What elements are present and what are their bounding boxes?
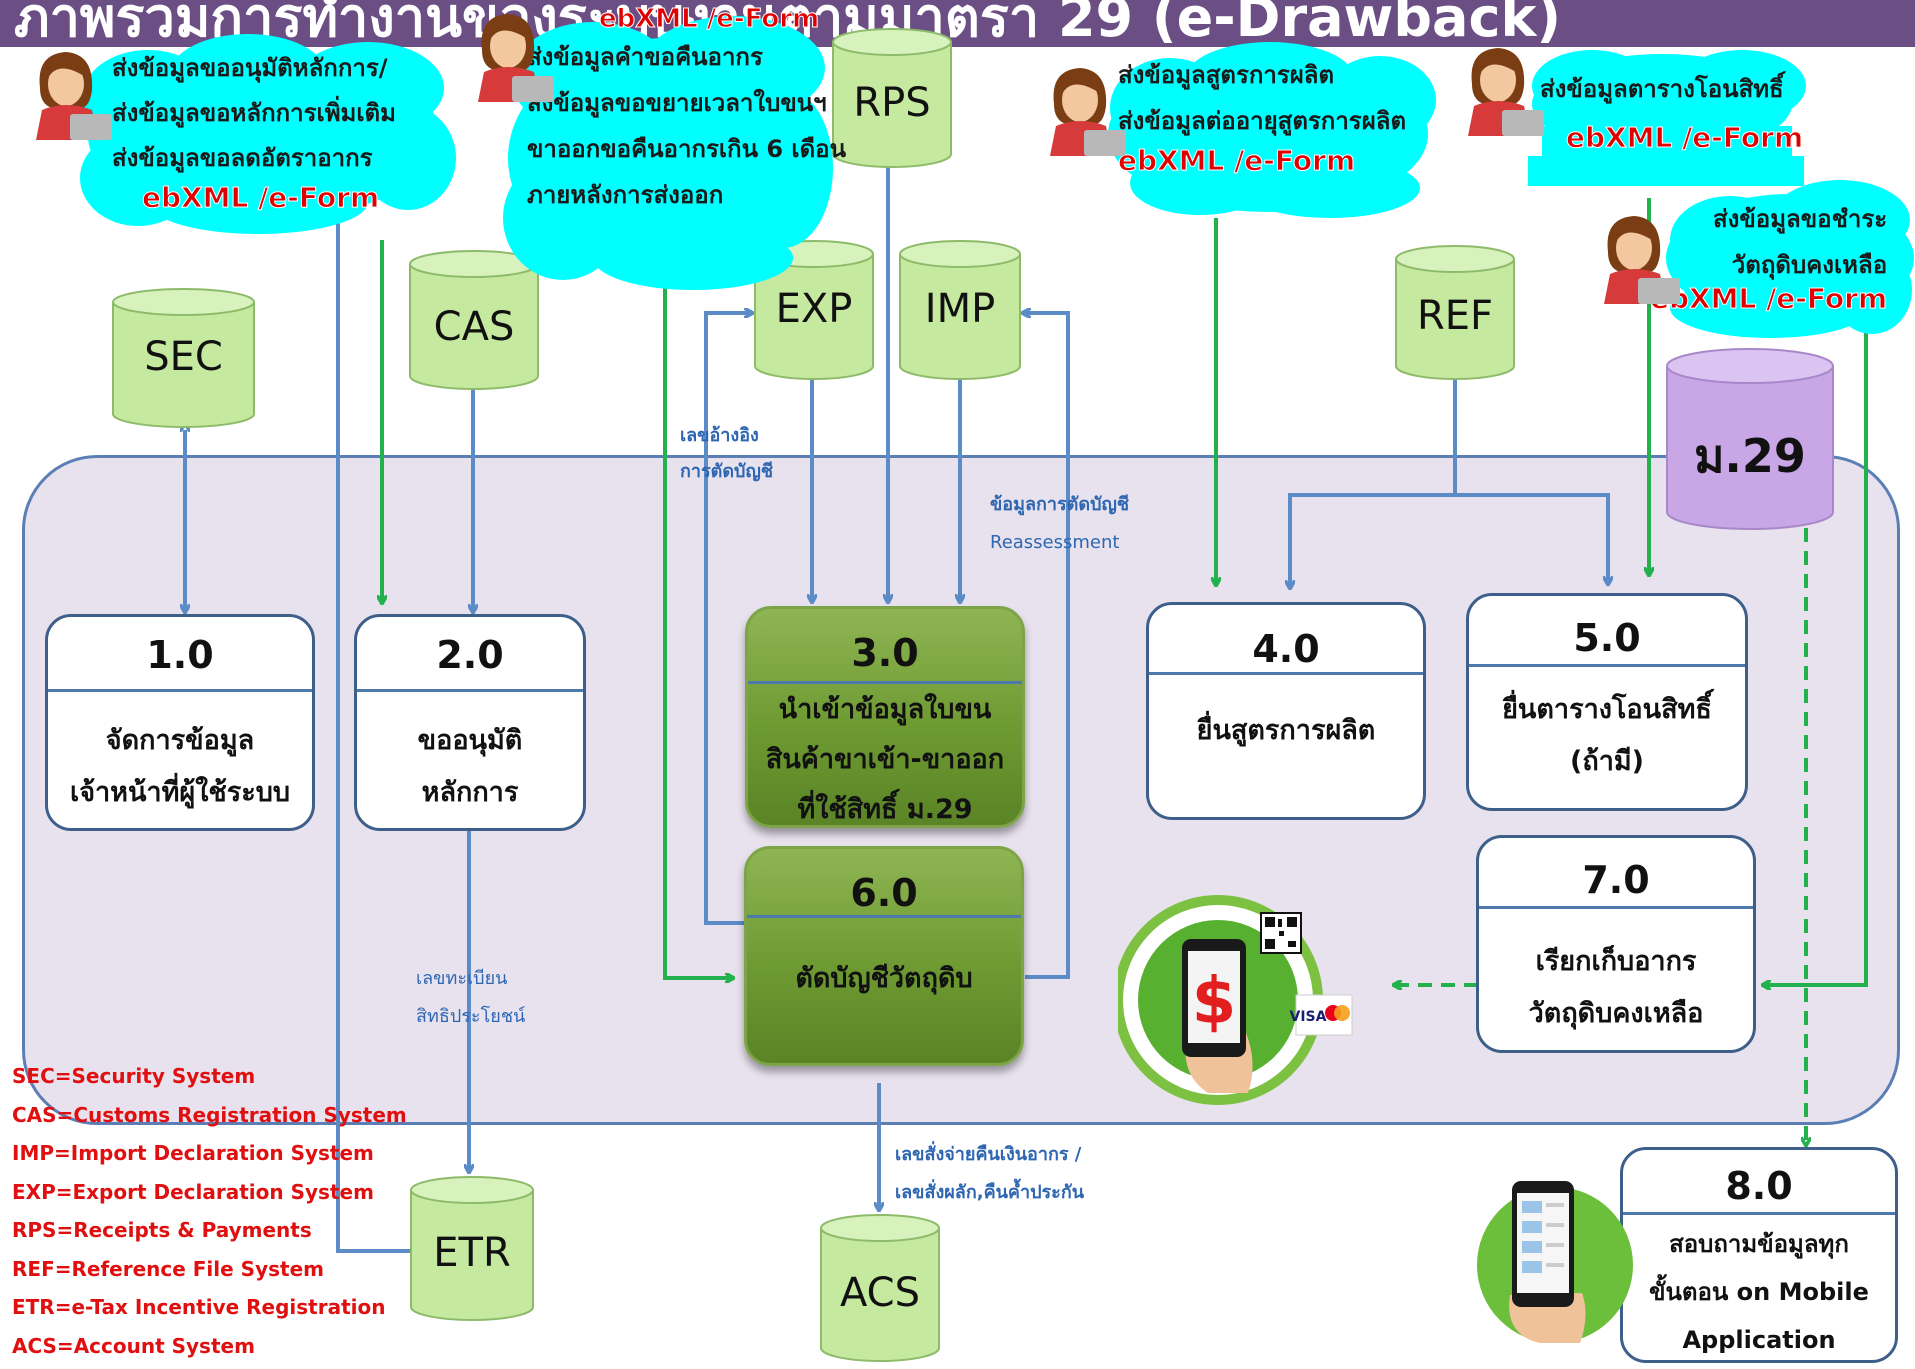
process-5-text: ยื่นตารางโอนสิทธิ์ (ถ้ามี) <box>1502 694 1712 777</box>
cloud-transfer: ส่งข้อมูลตารางโอนสิทธิ์ ebXML /e-Form <box>1522 46 1812 186</box>
datastore-sec: SEC <box>112 288 255 428</box>
legend-item: ACS=Account System <box>12 1333 255 1358</box>
cloud-formula: ส่งข้อมูลสูตรการผลิต ส่งข้อมูลต่ออายุสูต… <box>1100 38 1440 220</box>
process-7-number: 7.0 <box>1582 858 1650 902</box>
legend-item: SEC=Security System <box>12 1064 256 1088</box>
cloud-transfer-lines: ส่งข้อมูลตารางโอนสิทธิ์ ebXML /e-Form <box>1540 60 1804 158</box>
header-bar: ภาพรวมการทำงานของระบบงานตามมาตรา 29 (e-D… <box>0 0 1915 49</box>
datastore-cas: CAS <box>409 250 539 390</box>
person-icon <box>1468 48 1544 136</box>
arrow-6-to-exp <box>704 313 752 925</box>
dollar-sign: $ <box>1192 965 1237 1039</box>
cloud-formula-lines: ส่งข้อมูลสูตรการผลิต ส่งข้อมูลต่ออายุสูต… <box>1117 52 1406 184</box>
cloud-refund-lines: ebXML /e-Form ส่งข้อมูลคำขอคืนอากร ส่งข้… <box>527 4 846 210</box>
label-reassessment: ข้อมูลการตัดบัญชี Reassessment <box>990 494 1130 553</box>
process-4-text: ยื่นสูตรการผลิต <box>1196 715 1376 746</box>
process-2: 2.0 ขออนุมัติ หลักการ <box>354 614 586 831</box>
legend-item: ETR=e-Tax Incentive Registration <box>12 1295 386 1319</box>
legend-item: CAS=Customs Registration System <box>12 1102 407 1127</box>
cloud-payment-lines: ส่งข้อมูลขอชำระ วัตถุดิบคงเหลือ ebXML /e… <box>1649 205 1888 315</box>
cloud-refund-request: ebXML /e-Form ส่งข้อมูลคำขอคืนอากร ส่งข้… <box>503 4 846 290</box>
process-6-number: 6.0 <box>850 871 918 915</box>
datastore-m29: ม.29 <box>1666 348 1834 530</box>
process-7-text: เรียกเก็บอากร วัตถุดิบคงเหลือ <box>1528 946 1704 1029</box>
datastore-rps: RPS <box>832 28 952 168</box>
visa-label: VISA <box>1290 1009 1327 1025</box>
legend-item: IMP=Import Declaration System <box>12 1141 374 1165</box>
datastore-cas-label: CAS <box>433 304 515 350</box>
process-3-text: นำเข้าข้อมูลใบขน สินค้าขาเข้า-ขาออก ที่ใ… <box>765 694 1005 825</box>
process-1-number: 1.0 <box>146 633 214 677</box>
datastore-etr: ETR <box>410 1176 534 1321</box>
datastore-imp-label: IMP <box>924 286 996 332</box>
process-5-number: 5.0 <box>1573 616 1641 660</box>
datastore-ref: REF <box>1395 245 1515 380</box>
mobile-payment-icon: $ VISA <box>1118 895 1353 1105</box>
process-6: 6.0 ตัดบัญชีวัตถุดิบ <box>744 846 1024 1066</box>
label-registration-no: เลขทะเบียน สิทธิประโยชน์ <box>416 968 526 1027</box>
datastore-m29-label: ม.29 <box>1694 429 1806 483</box>
process-8: 8.0 สอบถามข้อมูลทุก ขั้นตอน on Mobile Ap… <box>1620 1147 1898 1363</box>
cloud-approval-ebxml: ebXML /e-Form <box>142 181 380 215</box>
process-3: 3.0 นำเข้าข้อมูลใบขน สินค้าขาเข้า-ขาออก … <box>745 606 1025 828</box>
legend-item: RPS=Receipts & Payments <box>12 1218 312 1242</box>
person-icon <box>36 52 112 140</box>
process-4-number: 4.0 <box>1252 627 1320 671</box>
datastore-sec-label: SEC <box>144 334 223 380</box>
datastore-rps-label: RPS <box>853 80 931 126</box>
legend-item: REF=Reference File System <box>12 1256 324 1281</box>
arrow-6-to-imp <box>1023 313 1070 979</box>
datastore-etr-label: ETR <box>433 1230 511 1276</box>
process-7: 7.0 เรียกเก็บอากร วัตถุดิบคงเหลือ <box>1476 835 1756 1053</box>
datastore-exp-label: EXP <box>775 286 853 332</box>
label-ref-cut: เลขอ้างอิง การตัดบัญชี <box>680 425 774 482</box>
arrow-etr-to-cloud1 <box>338 206 410 1253</box>
arrow-ref-to-4 <box>1290 375 1457 588</box>
cloud-approval-lines: ส่งข้อมูลขออนุมัติหลักการ/ ส่งข้อมูลขอหล… <box>112 46 396 220</box>
datastore-acs-label: ACS <box>840 1270 920 1316</box>
legend-item: EXP=Export Declaration System <box>12 1179 374 1204</box>
arrow-cloud5-to-7 <box>1763 332 1868 985</box>
cloud-formula-ebxml: ebXML /e-Form <box>1117 144 1356 178</box>
datastore-ref-label: REF <box>1416 293 1494 339</box>
process-1-text: จัดการข้อมูล เจ้าหน้าที่ผู้ใช้ระบบ <box>69 725 291 808</box>
process-6-text: ตัดบัญชีวัตถุดิบ <box>795 963 973 994</box>
process-3-number: 3.0 <box>851 631 919 675</box>
process-1: 1.0 จัดการข้อมูล เจ้าหน้าที่ผู้ใช้ระบบ <box>45 614 315 831</box>
datastore-acs: ACS <box>820 1214 940 1364</box>
person-icon <box>478 14 554 102</box>
process-8-number: 8.0 <box>1725 1164 1793 1208</box>
cloud-payment-ebxml: ebXML /e-Form <box>1649 282 1888 315</box>
arrow-cloud2-to-6 <box>663 285 733 978</box>
cloud-transfer-ebxml: ebXML /e-Form <box>1565 121 1804 155</box>
process-8-text: สอบถามข้อมูลทุก ขั้นตอน on Mobile Applic… <box>1649 1230 1869 1354</box>
legend: SEC=Security System CAS=Customs Registra… <box>12 1057 407 1365</box>
process-2-number: 2.0 <box>436 633 504 677</box>
mobile-app-icon <box>1477 1181 1633 1343</box>
person-icon <box>1604 216 1680 304</box>
datastore-imp: IMP <box>899 240 1021 380</box>
process-5: 5.0 ยื่นตารางโอนสิทธิ์ (ถ้ามี) <box>1466 593 1748 811</box>
arrow-ref-to-5 <box>1455 493 1608 584</box>
process-4: 4.0 ยื่นสูตรการผลิต <box>1146 602 1426 820</box>
label-refund-no: เลขสั่งจ่ายคืนเงินอากร / เลขสั่งผลัก,คืน… <box>895 1144 1085 1203</box>
cloud-payment: ส่งข้อมูลขอชำระ วัตถุดิบคงเหลือ ebXML /e… <box>1649 180 1915 340</box>
cloud-refund-ebxml: ebXML /e-Form <box>599 4 820 35</box>
process-2-text: ขออนุมัติ หลักการ <box>417 725 523 808</box>
cloud-approval-request: ส่งข้อมูลขออนุมัติหลักการ/ ส่งข้อมูลขอหล… <box>78 34 456 234</box>
person-icon <box>1050 68 1126 156</box>
